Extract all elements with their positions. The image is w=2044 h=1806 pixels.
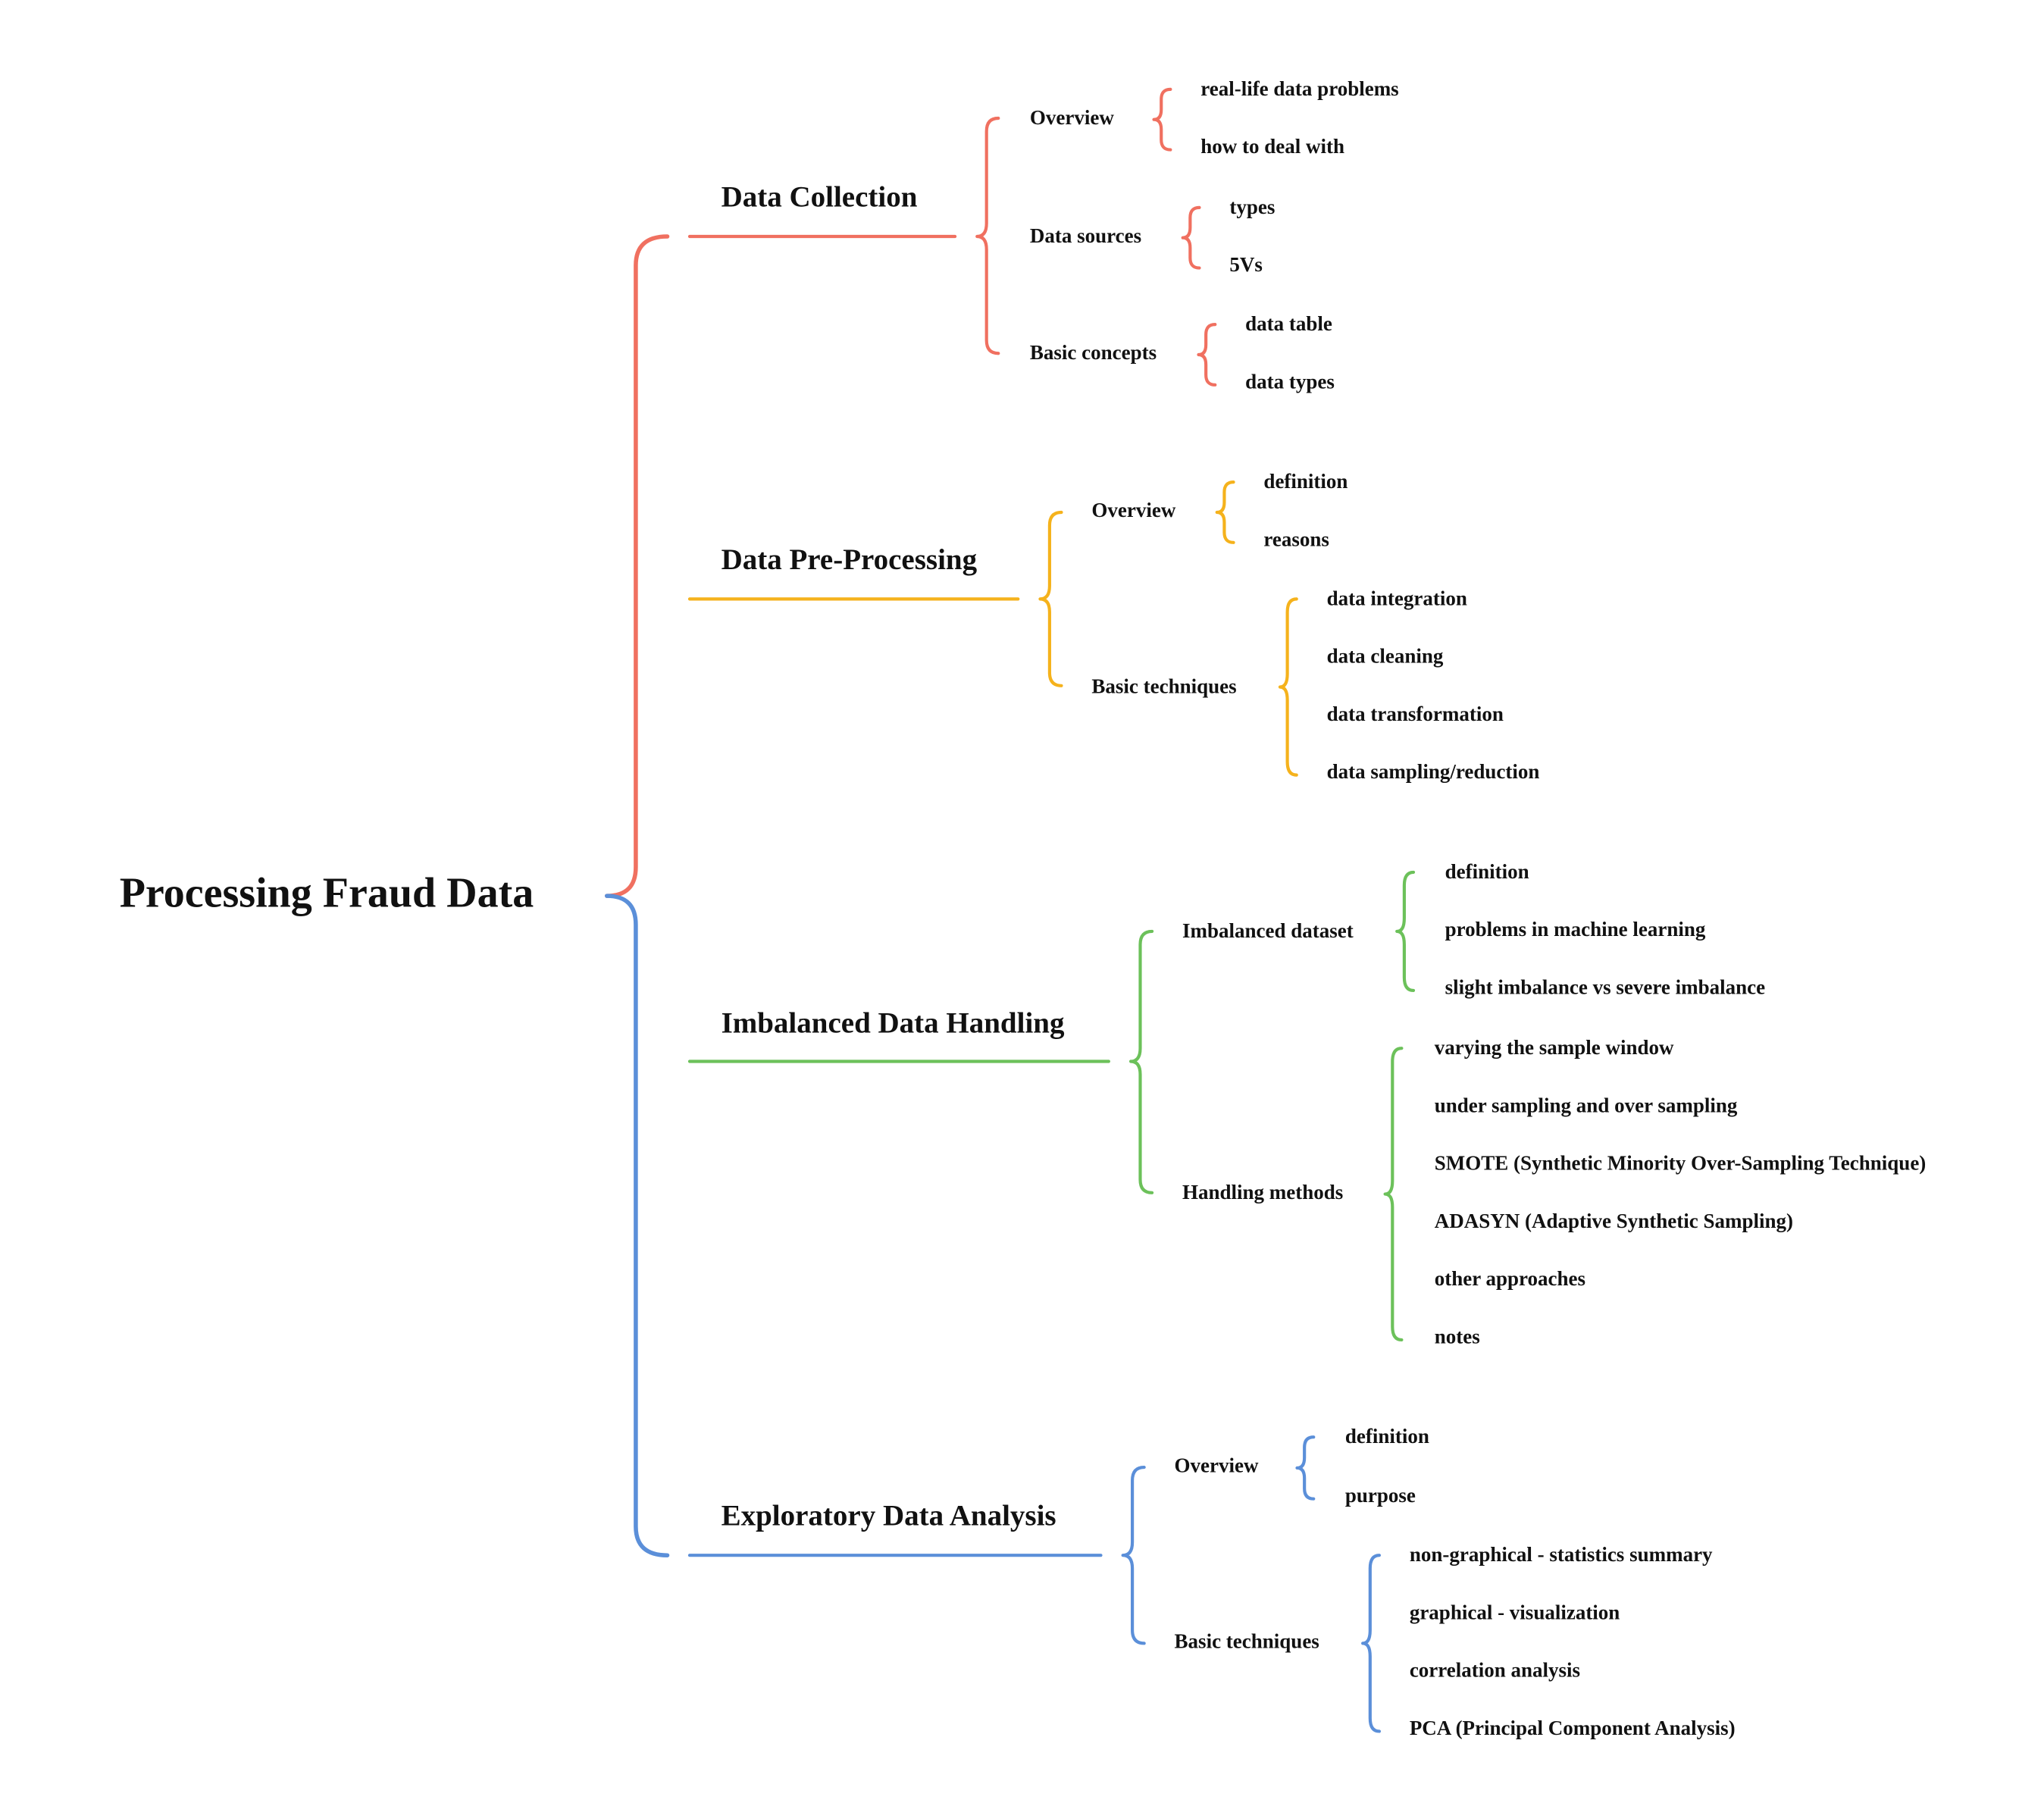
subtopic-brace-data-pre-processing-basic-techniques [1278, 597, 1298, 777]
branch-title-exploratory-data-analysis: Exploratory Data Analysis [722, 1500, 1056, 1532]
subtopic-brace-exploratory-data-analysis-basic-techniques [1361, 1554, 1382, 1733]
subtopic-brace-data-collection-overview [1152, 87, 1172, 152]
branch-title-imbalanced-data-handling: Imbalanced Data Handling [722, 1007, 1065, 1040]
leaf-data-collection-basic-concepts-2: data types [1245, 370, 1335, 393]
subtopic-imbalanced-data-handling-handling-methods: Handling methods [1182, 1181, 1343, 1203]
branch-brace-exploratory-data-analysis [1121, 1466, 1146, 1645]
leaf-data-pre-processing-basic-techniques-2: data cleaning [1327, 645, 1444, 668]
root-brace-lower [605, 894, 670, 1557]
subtopic-data-collection-data-sources: Data sources [1030, 224, 1141, 247]
subtopic-data-collection-basic-concepts: Basic concepts [1030, 341, 1157, 364]
branch-brace-data-collection [975, 116, 1000, 355]
leaf-data-pre-processing-overview-1: definition [1263, 470, 1348, 493]
branch-brace-data-pre-processing [1038, 510, 1063, 687]
subtopic-data-pre-processing-overview: Overview [1091, 499, 1175, 521]
branch-title-data-collection: Data Collection [722, 180, 918, 213]
subtopic-brace-imbalanced-data-handling-handling-methods [1383, 1047, 1404, 1342]
leaf-data-pre-processing-basic-techniques-4: data sampling/reduction [1327, 760, 1540, 783]
subtopic-data-pre-processing-basic-techniques: Basic techniques [1091, 675, 1236, 697]
leaf-exploratory-data-analysis-overview-1: definition [1345, 1425, 1429, 1448]
leaf-exploratory-data-analysis-basic-techniques-4: PCA (Principal Component Analysis) [1410, 1717, 1736, 1739]
leaf-exploratory-data-analysis-basic-techniques-2: graphical - visualization [1410, 1601, 1620, 1623]
subtopic-brace-imbalanced-data-handling-imbalanced-dataset [1395, 870, 1416, 992]
subtopic-imbalanced-data-handling-imbalanced-dataset: Imbalanced dataset [1182, 919, 1354, 942]
leaf-imbalanced-data-handling-handling-methods-3: SMOTE (Synthetic Minority Over-Sampling … [1435, 1152, 1927, 1175]
leaf-exploratory-data-analysis-overview-2: purpose [1345, 1484, 1416, 1507]
leaf-data-collection-overview-1: real-life data problems [1200, 77, 1398, 100]
branch-title-data-pre-processing: Data Pre-Processing [722, 543, 978, 576]
leaf-data-collection-data-sources-2: 5Vs [1229, 253, 1263, 276]
branch-brace-imbalanced-data-handling [1128, 929, 1154, 1194]
leaf-imbalanced-data-handling-handling-methods-5: other approaches [1435, 1267, 1585, 1290]
root-brace-upper [605, 234, 670, 898]
leaf-exploratory-data-analysis-basic-techniques-1: non-graphical - statistics summary [1410, 1543, 1713, 1566]
leaf-data-collection-overview-2: how to deal with [1200, 135, 1344, 158]
leaf-data-pre-processing-overview-2: reasons [1263, 527, 1329, 550]
subtopic-brace-data-collection-basic-concepts [1197, 323, 1217, 387]
leaf-data-collection-data-sources-1: types [1229, 196, 1275, 218]
leaf-imbalanced-data-handling-handling-methods-1: varying the sample window [1435, 1036, 1674, 1059]
subtopic-brace-data-collection-data-sources [1181, 205, 1201, 270]
connector-layer [605, 87, 1416, 1733]
leaf-imbalanced-data-handling-handling-methods-2: under sampling and over sampling [1435, 1094, 1738, 1116]
leaf-data-pre-processing-basic-techniques-3: data transformation [1327, 703, 1504, 725]
subtopic-exploratory-data-analysis-basic-techniques: Basic techniques [1175, 1630, 1319, 1653]
subtopic-data-collection-overview: Overview [1030, 106, 1114, 129]
leaf-imbalanced-data-handling-imbalanced-dataset-1: definition [1445, 860, 1529, 883]
leaf-imbalanced-data-handling-imbalanced-dataset-2: problems in machine learning [1445, 918, 1706, 941]
leaf-exploratory-data-analysis-basic-techniques-3: correlation analysis [1410, 1659, 1580, 1682]
leaf-imbalanced-data-handling-imbalanced-dataset-3: slight imbalance vs severe imbalance [1445, 975, 1765, 998]
leaf-data-pre-processing-basic-techniques-1: data integration [1327, 587, 1467, 609]
subtopic-brace-data-pre-processing-overview [1215, 480, 1235, 544]
leaf-imbalanced-data-handling-handling-methods-6: notes [1435, 1325, 1480, 1347]
root-title: Processing Fraud Data [120, 870, 534, 917]
subtopic-exploratory-data-analysis-overview: Overview [1175, 1454, 1259, 1476]
subtopic-brace-exploratory-data-analysis-overview [1295, 1435, 1316, 1501]
leaf-imbalanced-data-handling-handling-methods-4: ADASYN (Adaptive Synthetic Sampling) [1435, 1210, 1793, 1232]
leaf-data-collection-basic-concepts-1: data table [1245, 312, 1332, 335]
